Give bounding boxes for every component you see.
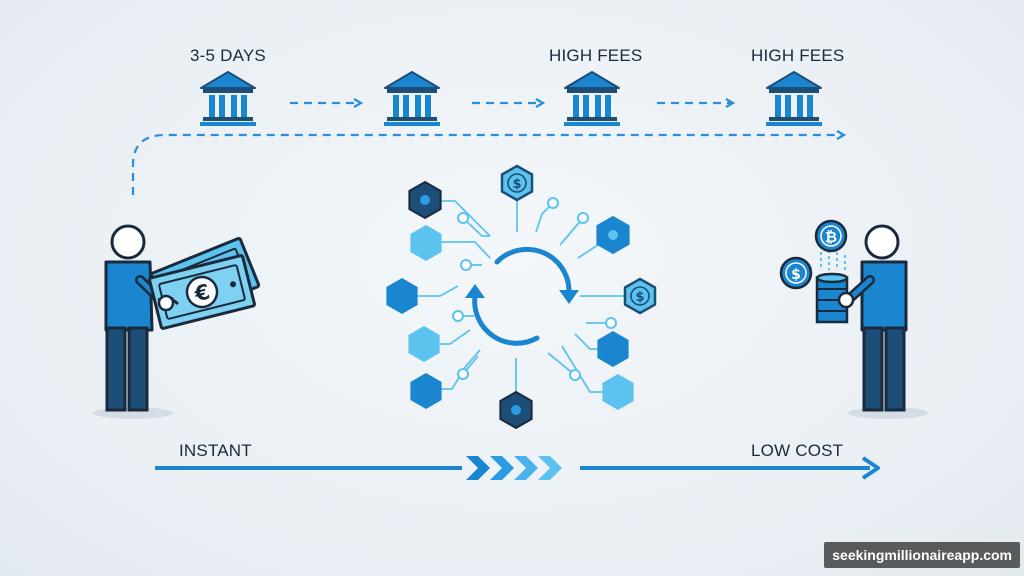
banknote-icon: € (148, 254, 256, 330)
dashed-route-arrow (131, 135, 843, 195)
bank-icon (563, 71, 621, 127)
instant-label: INSTANT (179, 441, 252, 460)
network-node-dots (452, 197, 617, 381)
hexagon-node-icon (408, 326, 440, 362)
hexagon-node-icon (499, 390, 533, 430)
cycle-arrows-icon (465, 246, 579, 346)
euro-icon: € (191, 280, 212, 307)
bitcoin-icon: ₿ (814, 219, 848, 253)
fees-label: HIGH FEES (751, 46, 845, 65)
hexagon-node-icon (500, 164, 534, 202)
svg-text:$: $ (791, 267, 801, 283)
bank-icon (199, 71, 257, 127)
chevron-arrows-icon (466, 456, 562, 480)
fees-label: HIGH FEES (549, 46, 643, 65)
dollar-icon: $ (779, 256, 813, 290)
hexagon-node-icon (597, 331, 629, 367)
bank-icon (765, 71, 823, 127)
hexagon-node-icon (623, 277, 657, 315)
coin-stack-icon (815, 250, 855, 324)
hexagon-node-icon (596, 215, 630, 255)
hexagon-node-icon (410, 373, 442, 409)
bottom-arrow (155, 456, 880, 480)
hexagon-node-icon (602, 374, 634, 410)
watermark: seekingmillionaireapp.com (824, 542, 1020, 568)
person-icon (93, 224, 173, 419)
low-cost-label: LOW COST (751, 441, 844, 460)
hexagon-node-icon (386, 278, 418, 314)
svg-text:₿: ₿ (825, 228, 837, 246)
bank-icon (383, 71, 441, 127)
person-icon (843, 224, 928, 419)
hexagon-node-icon (410, 225, 442, 261)
delay-label: 3-5 DAYS (190, 46, 266, 65)
hexagon-node-icon (408, 180, 442, 220)
